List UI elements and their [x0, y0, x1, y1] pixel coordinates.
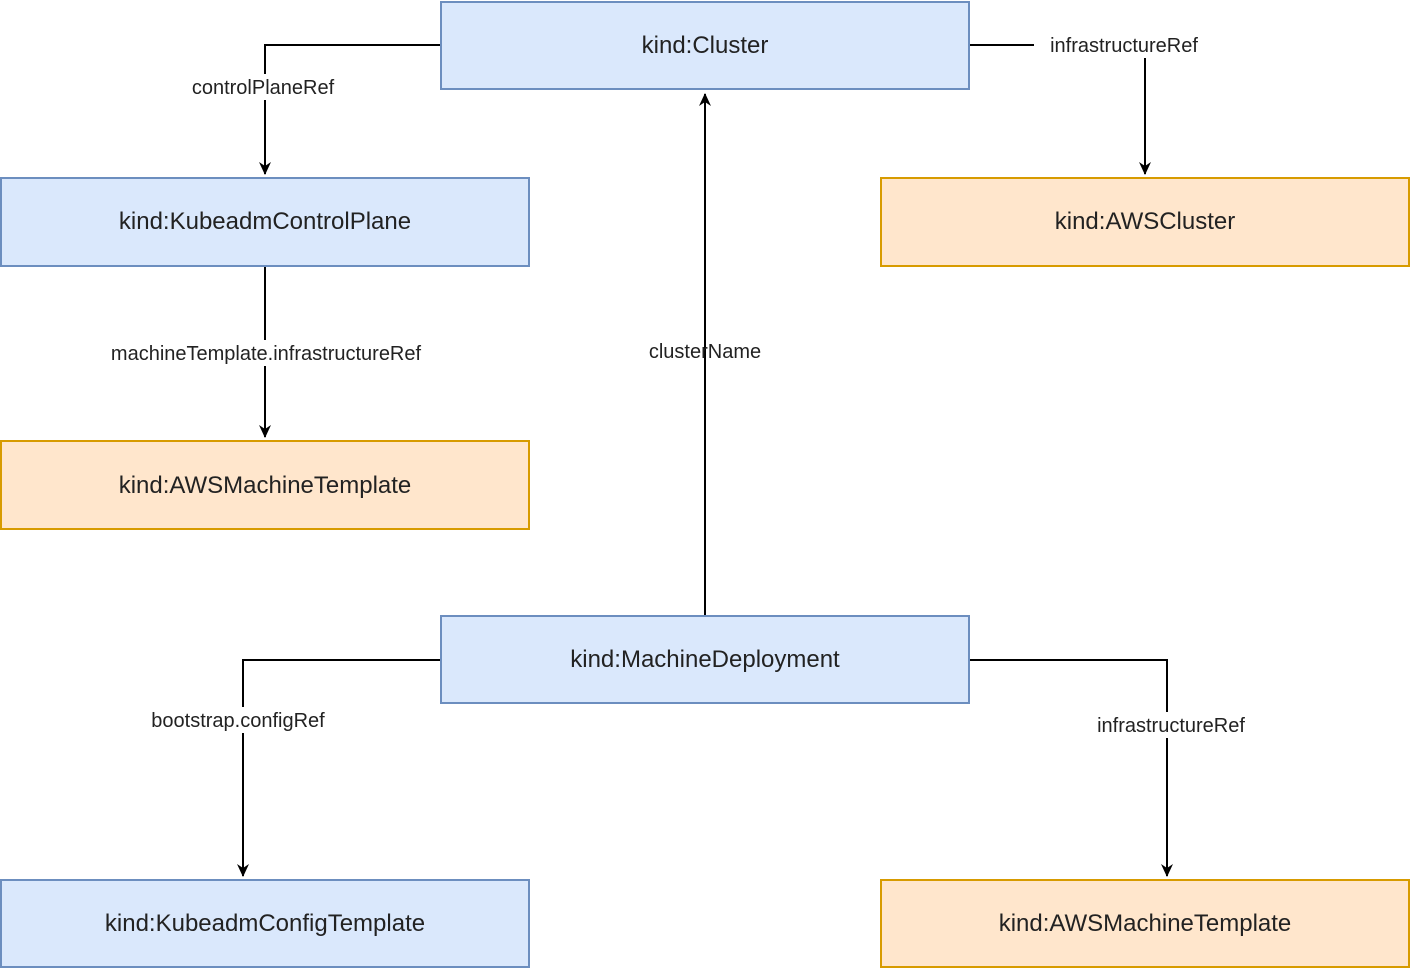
node-machine-deployment-label: kind:MachineDeployment — [570, 646, 840, 673]
edge-cluster-infrastructure-ref-label: infrastructureRef — [1050, 35, 1198, 57]
edge-machine-template-infrastructure-ref-label: machineTemplate.infrastructureRef — [111, 343, 422, 365]
edge-cluster-infrastructure-ref-line — [969, 44, 1151, 175]
edge-md-infrastructure-ref-line — [969, 659, 1173, 877]
edge-md-infrastructure-ref-label: infrastructureRef — [1097, 715, 1245, 737]
edge-md-infrastructure-ref: infrastructureRef — [969, 659, 1264, 877]
node-aws-cluster: kind:AWSCluster — [880, 177, 1410, 267]
node-cluster: kind:Cluster — [440, 1, 970, 90]
edge-control-plane-ref-line — [259, 44, 441, 175]
node-kubeadm-config-template-label: kind:KubeadmConfigTemplate — [105, 910, 425, 937]
node-kubeadm-control-plane: kind:KubeadmControlPlane — [0, 177, 530, 267]
node-cluster-label: kind:Cluster — [642, 32, 769, 59]
edge-cluster-infrastructure-ref: infrastructureRef — [969, 32, 1214, 175]
edge-bootstrap-config-ref-line — [237, 659, 441, 877]
node-aws-machine-template-md-label: kind:AWSMachineTemplate — [999, 910, 1292, 937]
node-aws-machine-template-cp: kind:AWSMachineTemplate — [0, 440, 530, 530]
node-machine-deployment: kind:MachineDeployment — [440, 615, 970, 704]
edge-bootstrap-config-ref-label: bootstrap.configRef — [151, 710, 325, 732]
edge-cluster-name-label: clusterName — [649, 341, 761, 363]
edge-control-plane-ref: controlPlaneRef — [172, 44, 441, 175]
edge-control-plane-ref-label: controlPlaneRef — [192, 77, 335, 99]
node-aws-cluster-label: kind:AWSCluster — [1055, 208, 1236, 235]
node-aws-machine-template-md: kind:AWSMachineTemplate — [880, 879, 1410, 968]
edge-cluster-name: clusterName — [649, 93, 761, 616]
edge-bootstrap-config-ref: bootstrap.configRef — [128, 659, 441, 877]
edge-machine-template-infrastructure-ref: machineTemplate.infrastructureRef — [74, 266, 458, 438]
node-kubeadm-control-plane-label: kind:KubeadmControlPlane — [119, 208, 411, 235]
node-aws-machine-template-cp-label: kind:AWSMachineTemplate — [119, 472, 412, 499]
node-kubeadm-config-template: kind:KubeadmConfigTemplate — [0, 879, 530, 968]
